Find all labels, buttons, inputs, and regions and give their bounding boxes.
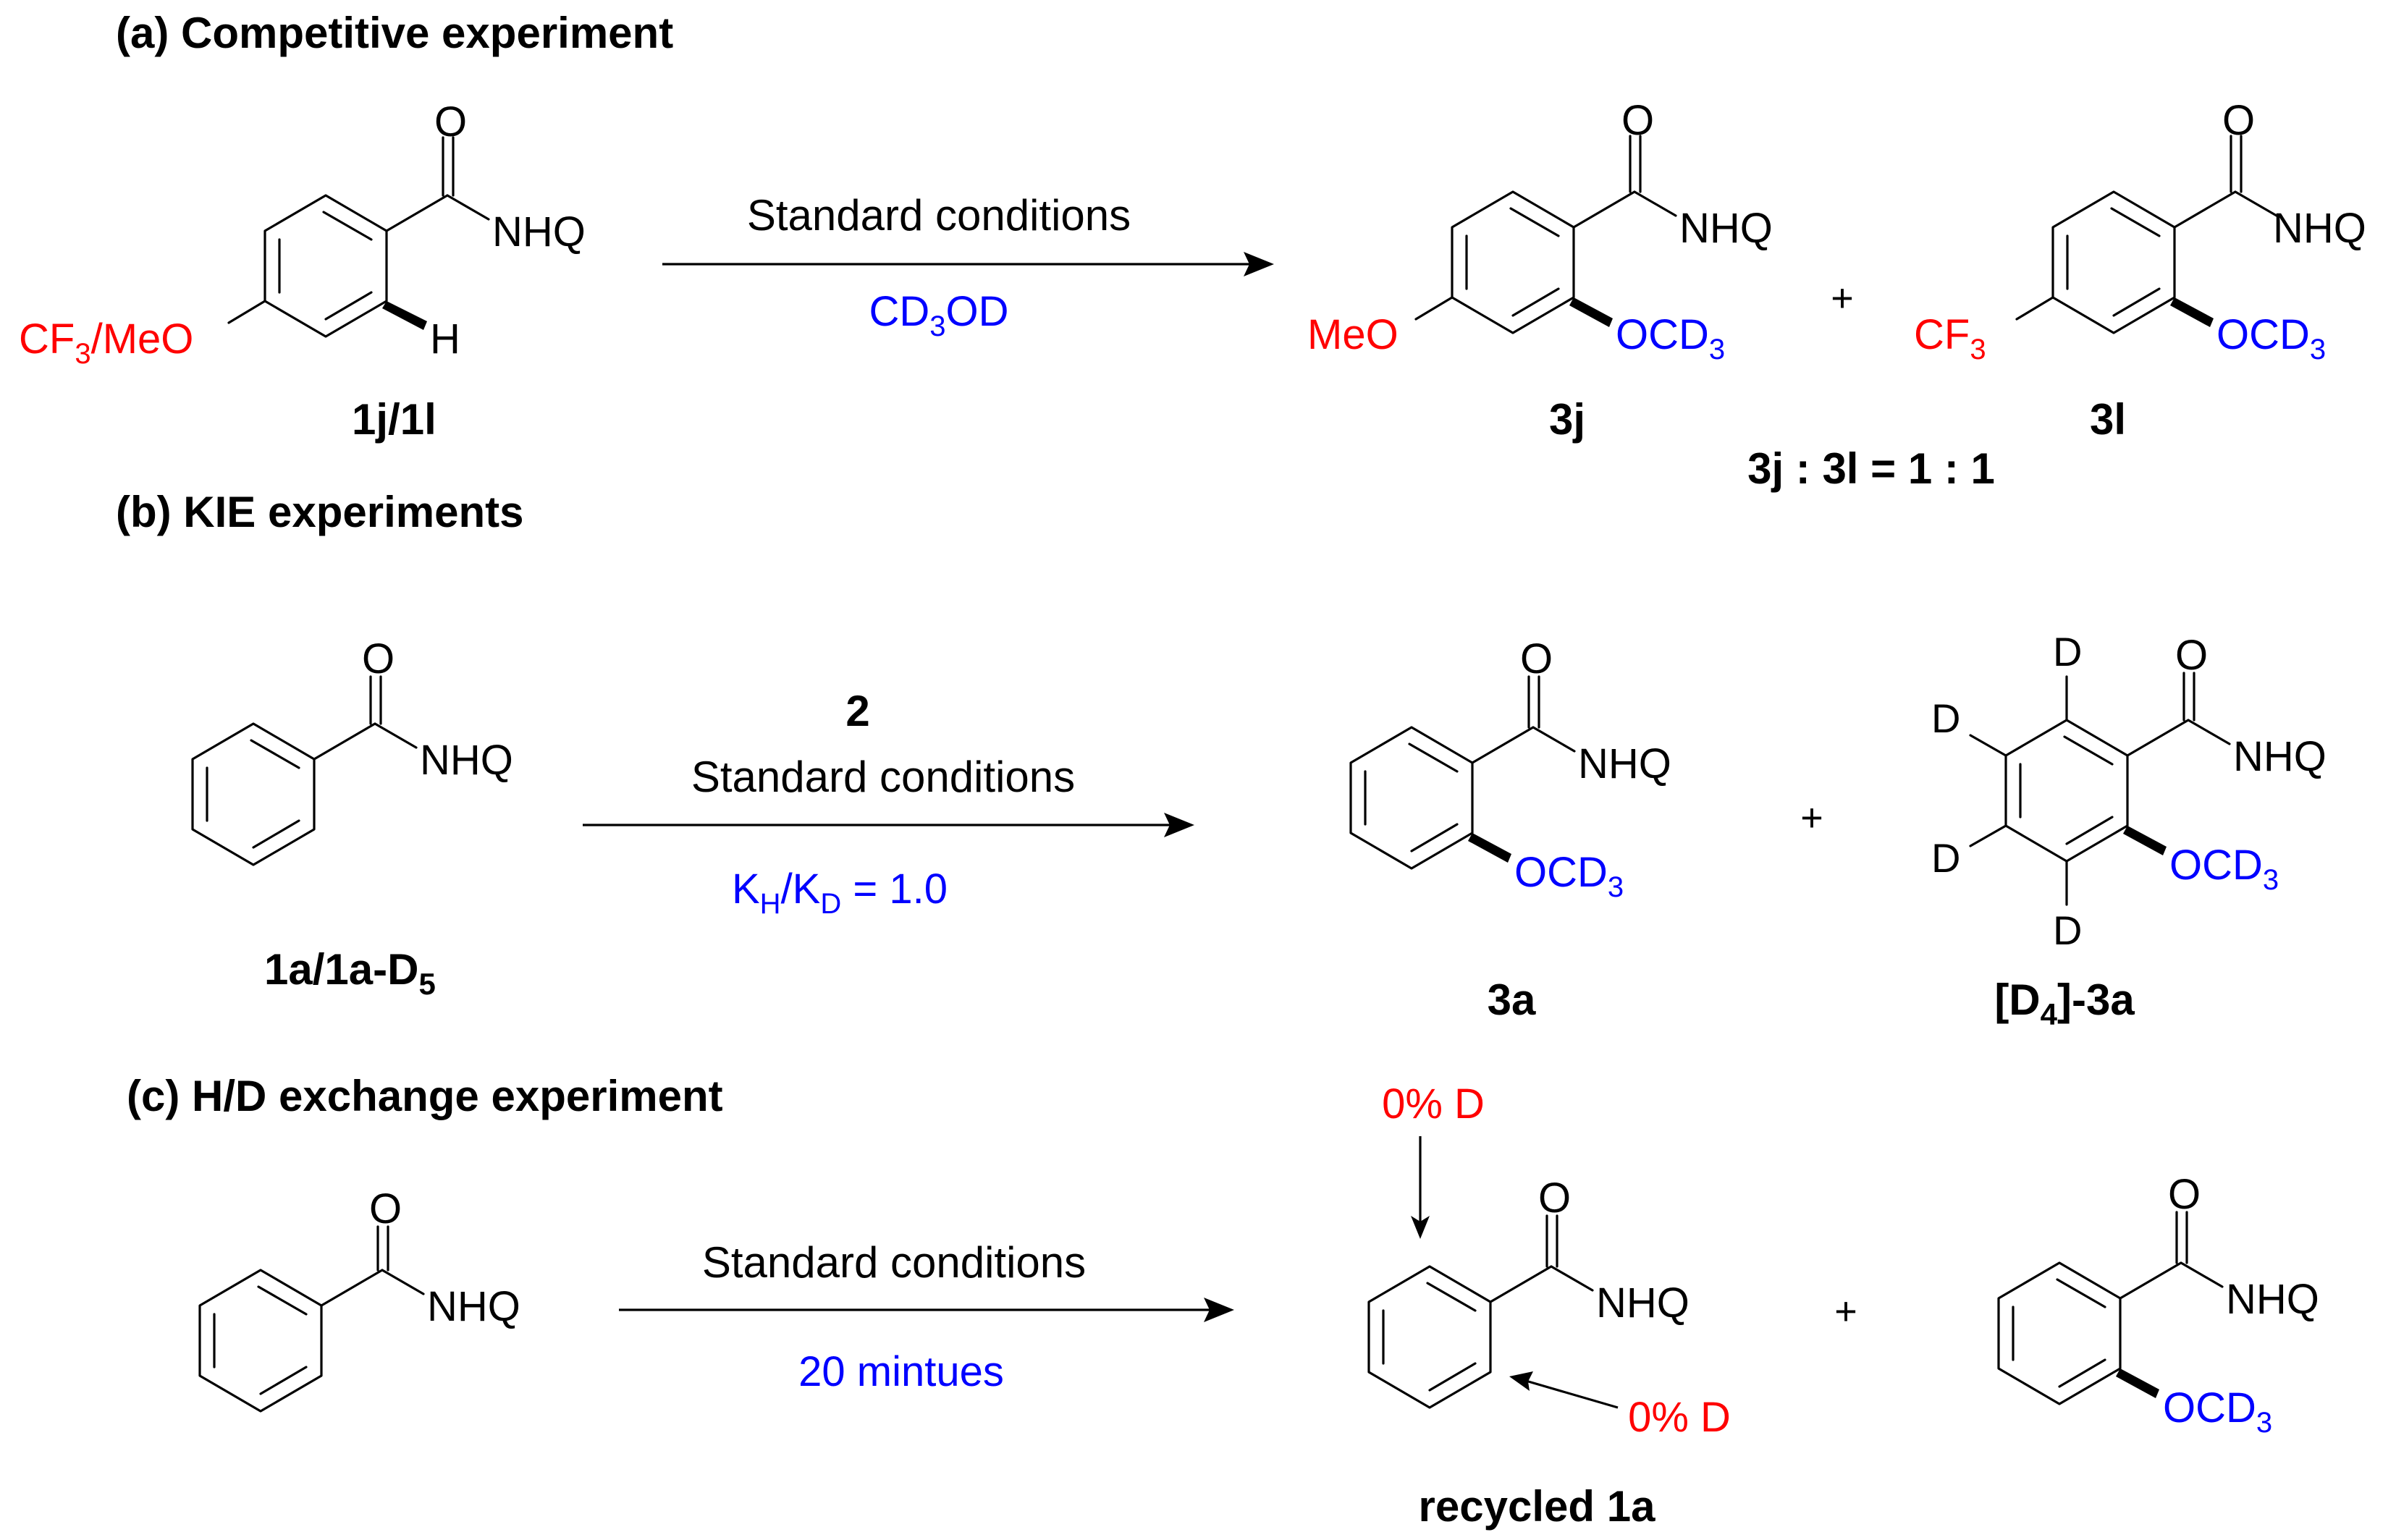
svg-text:O: O: [2175, 632, 2208, 679]
svg-text:O: O: [1621, 97, 1654, 144]
reactant-1j-1l: O NHQ H CF3/MeO: [19, 98, 586, 370]
reactant-a-label: 1j/1l: [352, 395, 436, 444]
substituent-label: CF3/MeO: [19, 316, 193, 370]
plus-sign-c: +: [1834, 1290, 1857, 1333]
condition-a-bottom: CD3OD: [869, 288, 1008, 342]
recycled-1a-label: recycled 1a: [1419, 1482, 1656, 1531]
svg-text:NHQ: NHQ: [1679, 205, 1773, 252]
product-3a-label: 3a: [1488, 976, 1536, 1024]
recycled-1a: O NHQ: [1367, 1175, 1690, 1409]
svg-text:NHQ: NHQ: [420, 737, 513, 784]
product-d4-3a: O NHQ D D D D OCD3: [1931, 629, 2327, 953]
ratio-label: 3j : 3l = 1 : 1: [1747, 444, 1995, 493]
svg-text:MeO: MeO: [1307, 311, 1399, 358]
svg-text:NHQ: NHQ: [427, 1283, 520, 1330]
product-3l-label: 3l: [2090, 395, 2126, 444]
product-3j-label: 3j: [1549, 395, 1585, 444]
product-3j: O NHQ MeO OCD3: [1307, 97, 1773, 365]
svg-text:OCD3: OCD3: [1514, 849, 1624, 903]
svg-text:NHQ: NHQ: [1578, 740, 1671, 787]
annotation-0-percent-d-top: 0% D: [1382, 1080, 1485, 1128]
condition-c-top: Standard conditions: [702, 1238, 1086, 1287]
svg-text:D: D: [2053, 908, 2082, 953]
product-d4-3a-label: [D4]-3a: [1994, 976, 2135, 1031]
svg-text:NHQ: NHQ: [1596, 1279, 1690, 1327]
annotation-0-percent-d-bottom: 0% D: [1628, 1394, 1731, 1441]
svg-text:OCD3: OCD3: [2169, 842, 2279, 896]
product-3l: O NHQ CF3 OCD3: [1914, 97, 2366, 365]
svg-text:O: O: [2168, 1171, 2201, 1218]
svg-text:OCD3: OCD3: [1616, 311, 1725, 365]
section-b-title: (b) KIE experiments: [116, 488, 523, 536]
section-c-title: (c) H/D exchange experiment: [127, 1072, 723, 1120]
svg-text:OCD3: OCD3: [2163, 1384, 2272, 1439]
svg-text:O: O: [2222, 97, 2255, 144]
condition-c-bottom: 20 mintues: [798, 1348, 1004, 1395]
reactant-b-label: 1a/1a-D5: [264, 945, 436, 1001]
condition-b-top: Standard conditions: [691, 753, 1075, 801]
product-3a: O NHQ OCD3: [1349, 635, 1671, 903]
condition-a-top: Standard conditions: [747, 191, 1131, 240]
svg-text:NHQ: NHQ: [2233, 733, 2327, 780]
svg-text:D: D: [1931, 835, 1960, 881]
reactant-1a: O NHQ: [191, 635, 513, 866]
section-a-title: (a) Competitive experiment: [116, 9, 673, 57]
svg-text:CF3: CF3: [1914, 311, 1986, 365]
plus-sign-a: +: [1831, 276, 1854, 320]
svg-text:D: D: [2053, 629, 2082, 674]
svg-text:D: D: [1931, 695, 1960, 741]
reactant-1a-c: O NHQ: [198, 1185, 520, 1413]
kie-value: KH/KD = 1.0: [732, 866, 948, 920]
svg-text:OCD3: OCD3: [2216, 311, 2326, 365]
reagent-2: 2: [845, 687, 869, 735]
methoxylated-product-c: O NHQ OCD3: [1997, 1171, 2319, 1439]
oxygen-label: O: [434, 98, 467, 145]
svg-text:O: O: [1538, 1175, 1571, 1222]
svg-text:O: O: [369, 1185, 402, 1232]
plus-sign-b: +: [1800, 796, 1823, 839]
svg-text:NHQ: NHQ: [2226, 1276, 2319, 1323]
amide-label: NHQ: [492, 208, 586, 255]
svg-text:NHQ: NHQ: [2273, 205, 2366, 252]
annotation-arrow-bottom: [1525, 1379, 1619, 1409]
hydrogen-label: H: [430, 316, 460, 363]
svg-text:O: O: [1520, 635, 1553, 682]
svg-text:O: O: [362, 635, 395, 682]
